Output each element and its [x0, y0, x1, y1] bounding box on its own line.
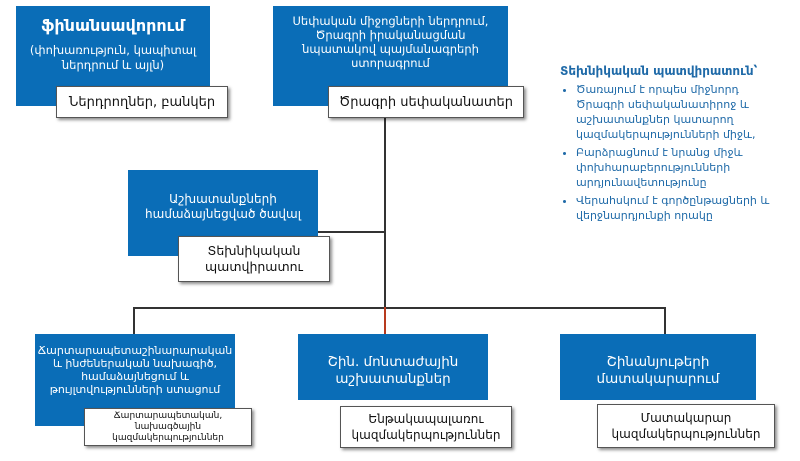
owner-title: Սեփական միջոցների ներդրում, Ծրագրի իրակա… [292, 14, 489, 70]
supply-title: Շինանյութերի մատակարարում [596, 354, 720, 387]
design-org-label: Ճարտարապետական, նախագծային կազմակերպությ… [112, 410, 224, 443]
subcontractor-label: Ենթակապալառու կազմակերպություններ [351, 412, 501, 442]
project-owner-label: Ծրագրի սեփականատեր [338, 94, 514, 110]
finance-subtitle: (փոխառություն, կապիտալ ներդրում և այլն) [29, 43, 197, 72]
notes-list: Ծառայում է որպես միջնորդ Ծրագրի սեփականա… [560, 82, 790, 223]
construction-title: Շին. մոնտաժային աշխատանքներ [327, 354, 459, 387]
connector-center-drop [384, 307, 386, 334]
investors-box: Ներդրողներ, բանկեր [56, 86, 228, 118]
technical-client-notes: Տեխնիկական պատվիրատուն՝ Ծառայում է որպես… [560, 64, 790, 226]
investors-label: Ներդրողներ, բանկեր [68, 94, 216, 110]
notes-heading: Տեխնիկական պատվիրատուն՝ [560, 64, 758, 78]
project-owner-box: Ծրագրի սեփականատեր [328, 86, 524, 118]
connector-owner-vertical [384, 118, 386, 308]
subcontractor-box: Ենթակապալառու կազմակերպություններ [340, 406, 512, 448]
design-title: Ճարտարապետաշինարարական և ինժեներական նախ… [37, 344, 233, 396]
finance-title: ֆինանսավորում [41, 16, 185, 35]
notes-bullet: Վերահսկում է գործընթացների և վերջնարդյու… [576, 193, 790, 223]
connector-right-drop [664, 307, 666, 334]
construction-box: Շին. մոնտաժային աշխատանքներ [298, 334, 488, 400]
connector-tech-horizontal [318, 231, 385, 233]
supplier-box: Մատակարար կազմակերպություններ [597, 404, 775, 448]
connector-bottom-horizontal [133, 307, 666, 309]
supply-box: Շինանյութերի մատակարարում [560, 334, 756, 400]
technical-client-label: Տեխնիկական պատվիրատու [205, 243, 303, 274]
supplier-label: Մատակարար կազմակերպություններ [611, 411, 761, 441]
connector-left-drop [133, 307, 135, 334]
scope-title: Աշխատանքների համաձայնեցված ծավալ [145, 192, 301, 221]
technical-client-box: Տեխնիկական պատվիրատու [178, 236, 330, 282]
notes-bullet: Ծառայում է որպես միջնորդ Ծրագրի սեփականա… [576, 82, 790, 142]
notes-bullet: Բարձրացնում է նրանց միջև փոխհարաբերությո… [576, 145, 790, 190]
design-org-box: Ճարտարապետական, նախագծային կազմակերպությ… [84, 408, 252, 446]
